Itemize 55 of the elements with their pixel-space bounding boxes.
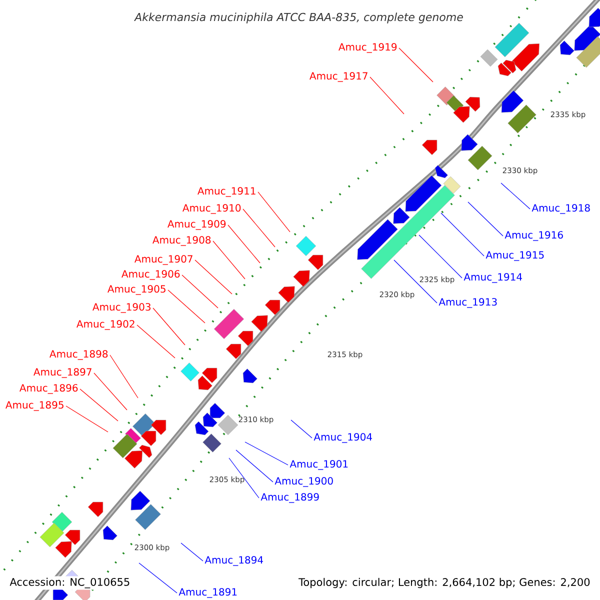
leader-line [440, 212, 484, 256]
gene-label: Amuc_1913 [438, 298, 497, 308]
leader-line [152, 308, 186, 346]
leader-line [168, 290, 206, 324]
gene-label: Amuc_1903 [92, 303, 150, 313]
gene-label: Amuc_1919 [338, 43, 397, 53]
gene-label: Amuc_1910 [182, 204, 241, 214]
leader-line [80, 388, 118, 422]
leader-line [212, 240, 246, 280]
leader-line [194, 260, 232, 294]
leader-line [66, 406, 108, 432]
leader-line [398, 48, 434, 82]
leader-line [242, 208, 276, 248]
gene-label: Amuc_1895 [6, 401, 64, 411]
leader-line [228, 458, 260, 498]
leader-line [244, 442, 288, 466]
leader-line [258, 192, 290, 232]
leader-line [180, 542, 204, 562]
gene-label: Amuc_1900 [274, 477, 333, 487]
leader-line [94, 372, 128, 410]
accession-text: Accession: NC_010655 [8, 576, 132, 590]
leader-line [290, 420, 312, 438]
leader-line [236, 450, 274, 482]
gene-label: Amuc_1904 [314, 433, 372, 443]
gene-label: Amuc_1918 [532, 204, 590, 214]
gene-label: Amuc_1905 [108, 285, 166, 295]
leader-line [394, 260, 438, 304]
leader-line [110, 354, 138, 398]
gene-label: Amuc_1898 [50, 350, 108, 360]
genome-info-text: Topology: circular; Length: 2,664,102 bp; Genes: 2,200 [297, 576, 592, 590]
gene-label: Amuc_1896 [20, 384, 78, 394]
gene-label: Amuc_1909 [168, 220, 226, 230]
gene-label: Amuc_1907 [134, 255, 192, 265]
leader-line [500, 182, 530, 210]
leader-line [228, 224, 260, 264]
gene-label: Amuc_1901 [290, 460, 348, 470]
leader-line [468, 202, 504, 236]
gene-label: Amuc_1902 [76, 320, 134, 330]
gene-label: Amuc_1908 [152, 236, 211, 246]
title: Akkermansia muciniphila ATCC BAA-835, complete genome [134, 12, 463, 24]
gene-label: Amuc_1916 [504, 231, 563, 241]
gene-label: Amuc_1894 [204, 556, 263, 566]
gene-label: Amuc_1906 [122, 270, 180, 280]
leader-line [136, 324, 176, 358]
gene-label: Amuc_1917 [310, 72, 368, 82]
leader-line [370, 76, 404, 114]
gene-label: Amuc_1891 [178, 588, 237, 598]
leader-line [418, 234, 462, 278]
gene-label: Amuc_1914 [464, 273, 522, 283]
leader-line [138, 562, 178, 594]
gene-label: Amuc_1915 [486, 251, 544, 261]
leader-line [182, 274, 218, 308]
gene-label: Amuc_1897 [34, 368, 92, 378]
gene-label: Amuc_1911 [198, 187, 256, 197]
gene-label: Amuc_1899 [260, 493, 319, 503]
